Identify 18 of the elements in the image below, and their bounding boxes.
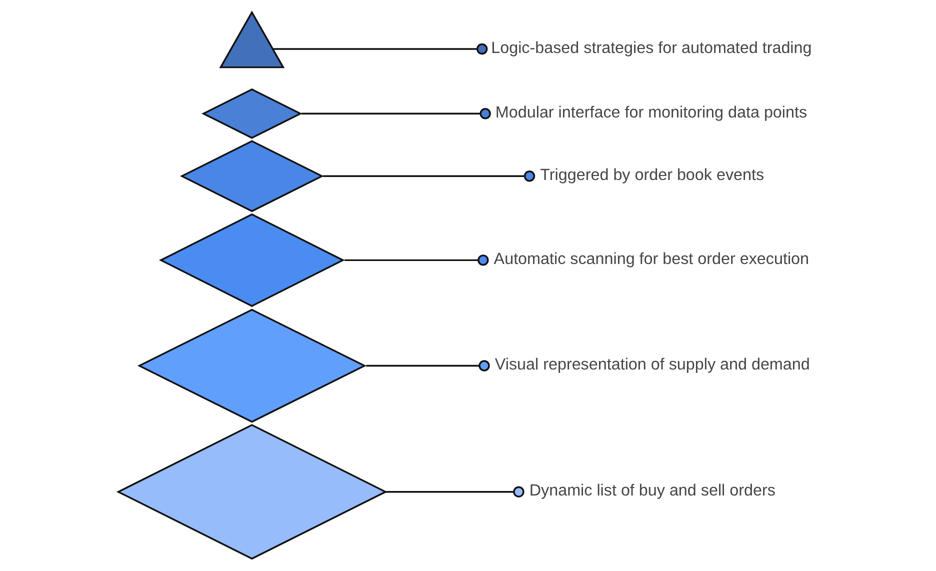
node-text: Automatic scanning for best order execution — [493, 250, 809, 268]
connector — [272, 43, 488, 55]
node-triangle — [218, 10, 284, 68]
node-diamond — [158, 213, 344, 307]
connector — [385, 486, 524, 498]
node-diamond — [179, 140, 324, 212]
node-text: Logic-based strategies for automated trading — [490, 38, 812, 57]
connector — [322, 170, 535, 182]
node-text: Modular interface for monitoring data points — [494, 103, 807, 122]
node-diamond — [201, 88, 302, 139]
node-text: Dynamic list of buy and sell orders — [528, 482, 775, 500]
node-diamond — [136, 308, 366, 423]
connector — [366, 360, 490, 372]
node-text: Visual representation of supply and demand — [494, 356, 810, 374]
connector — [300, 108, 490, 120]
connector — [344, 254, 488, 266]
node-diamond — [116, 424, 387, 560]
node-text: Triggered by order book events — [540, 166, 764, 184]
